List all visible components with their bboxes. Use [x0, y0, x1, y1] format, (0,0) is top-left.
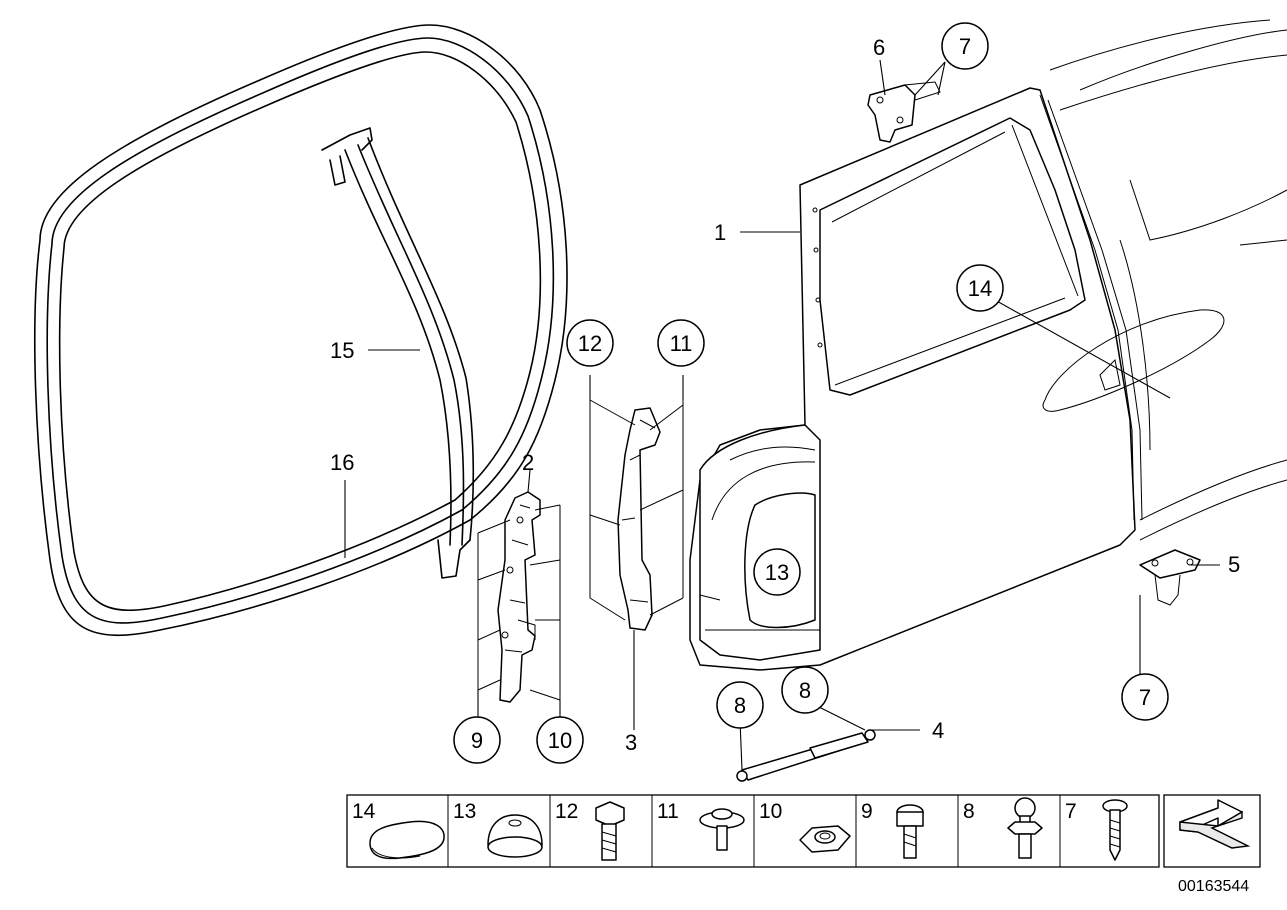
svg-text:11: 11 [670, 331, 693, 356]
svg-text:13: 13 [453, 800, 476, 823]
callout-8-left: 8 [716, 681, 764, 729]
svg-text:1: 1 [714, 220, 726, 245]
callout-7-bottom: 7 [1121, 673, 1169, 721]
callout-13: 13 [753, 548, 801, 596]
callout-16: 16 [330, 450, 354, 475]
svg-text:7: 7 [959, 34, 971, 59]
gas-strut-part [736, 729, 876, 782]
svg-text:7: 7 [1065, 800, 1077, 823]
rail-seal-part [321, 127, 475, 579]
callout-2: 2 [522, 450, 534, 475]
callout-11: 11 [657, 319, 705, 367]
callout-6: 6 [873, 35, 885, 60]
document-number: 00163544 [1178, 878, 1249, 895]
washer-screw-icon [699, 808, 745, 851]
pillar-bracket-part [617, 407, 661, 631]
upper-hinge-part [867, 81, 941, 143]
torx-bolt-icon [896, 804, 924, 859]
side-panel-part [689, 87, 1143, 671]
svg-text:8: 8 [963, 800, 975, 823]
legend-cell-10: 10 [759, 800, 851, 853]
lower-hinge-part [1139, 549, 1201, 606]
svg-text:5: 5 [1228, 552, 1240, 577]
plug-cap-icon [369, 820, 445, 860]
legend-cell-9: 9 [861, 800, 924, 859]
callout-9: 9 [453, 716, 501, 764]
svg-text:15: 15 [330, 338, 354, 363]
svg-text:11: 11 [657, 800, 679, 823]
door-seal-part [34, 24, 568, 637]
svg-text:9: 9 [861, 800, 873, 823]
legend-cell-14: 14 [352, 800, 445, 860]
svg-text:4: 4 [932, 718, 944, 743]
legend-cell-12: 12 [555, 800, 625, 861]
callout-15: 15 [330, 338, 354, 363]
callout-1: 1 [714, 220, 726, 245]
svg-text:3: 3 [625, 730, 637, 755]
callout-5: 5 [1228, 552, 1240, 577]
ball-stud-icon [1007, 797, 1043, 859]
svg-text:12: 12 [555, 800, 578, 823]
legend-cell-8: 8 [963, 797, 1043, 859]
svg-text:8: 8 [734, 693, 746, 718]
hex-bolt-icon [595, 801, 625, 861]
hex-nut-icon [799, 825, 851, 853]
self-tapping-screw-icon [1102, 799, 1128, 861]
svg-text:13: 13 [765, 560, 789, 585]
direction-arrow-icon [1163, 794, 1261, 868]
callout-3: 3 [625, 730, 637, 755]
svg-text:12: 12 [578, 331, 602, 356]
svg-text:14: 14 [352, 800, 376, 823]
callout-14: 14 [956, 264, 1004, 312]
hinge-bracket-part [497, 491, 541, 703]
legend-cell-7: 7 [1065, 799, 1128, 861]
svg-text:9: 9 [471, 728, 483, 753]
svg-text:16: 16 [330, 450, 354, 475]
svg-text:8: 8 [799, 678, 811, 703]
callout-10: 10 [536, 716, 584, 764]
callout-7-top: 7 [941, 22, 989, 70]
callout-12: 12 [566, 319, 614, 367]
fastener-legend: 14 13 12 11 [346, 794, 1160, 868]
svg-text:10: 10 [548, 728, 572, 753]
svg-text:2: 2 [522, 450, 534, 475]
callout-4: 4 [932, 718, 944, 743]
legend-cell-13: 13 [453, 800, 543, 858]
svg-text:10: 10 [759, 800, 782, 823]
svg-text:14: 14 [968, 276, 992, 301]
car-body-outline [1042, 19, 1287, 541]
leader-lines [344, 59, 1220, 771]
callout-8-right: 8 [781, 666, 829, 714]
svg-text:6: 6 [873, 35, 885, 60]
svg-text:7: 7 [1139, 685, 1151, 710]
legend-cell-11: 11 [657, 800, 745, 851]
rubber-grommet-icon [487, 814, 543, 858]
